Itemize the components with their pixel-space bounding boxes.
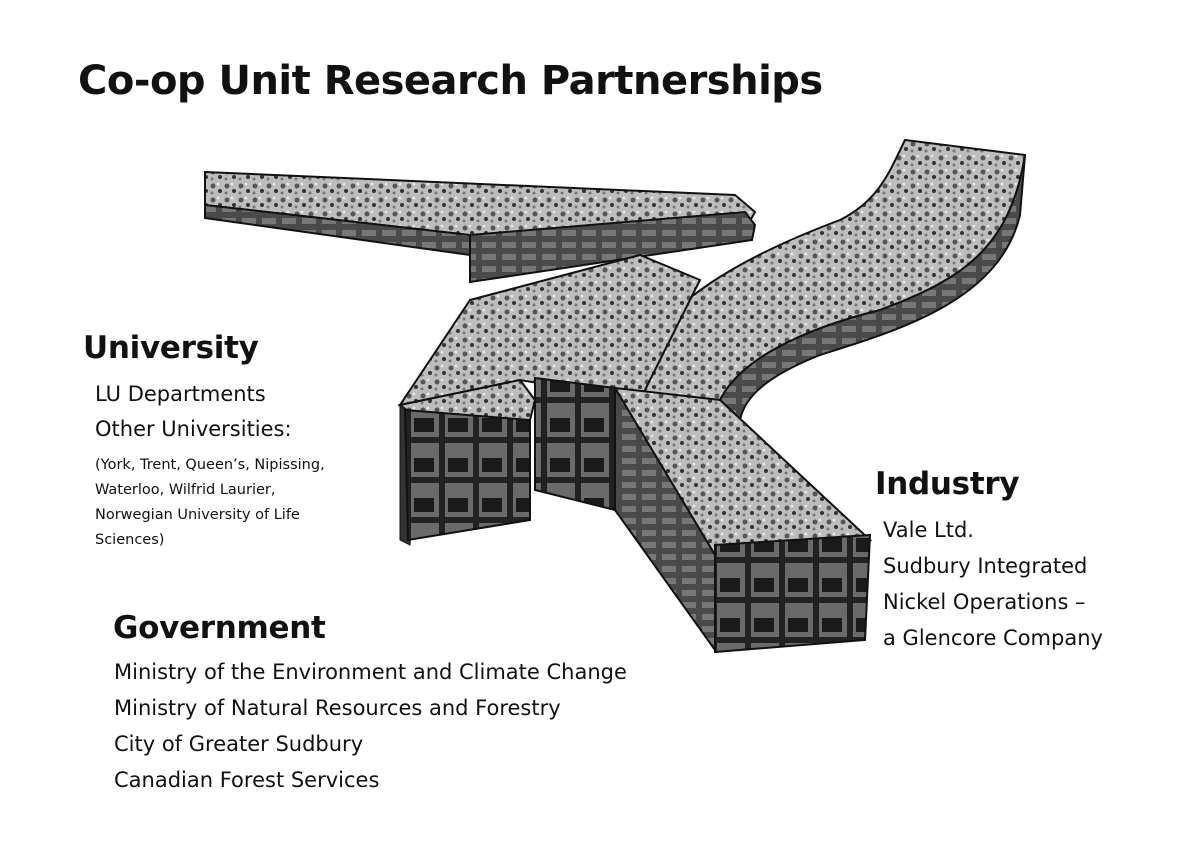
industry-item: Nickel Operations – (883, 590, 1086, 614)
university-item: LU Departments (95, 382, 266, 406)
industry-heading: Industry (875, 466, 1020, 502)
page-title: Co-op Unit Research Partnerships (78, 58, 823, 104)
government-item: Ministry of the Environment and Climate … (114, 660, 627, 684)
university-heading: University (83, 330, 259, 366)
industry-item: Vale Ltd. (883, 518, 974, 542)
industry-item: a Glencore Company (883, 626, 1103, 650)
government-heading: Government (113, 610, 326, 646)
university-item: Other Universities: (95, 417, 292, 441)
university-note: Norwegian University of Life (95, 507, 300, 523)
university-note: Sciences) (95, 532, 165, 548)
government-item: Canadian Forest Services (114, 768, 380, 792)
university-note: (York, Trent, Queen’s, Nipissing, (95, 457, 325, 473)
government-item: City of Greater Sudbury (114, 732, 364, 756)
university-note: Waterloo, Wilfrid Laurier, (95, 482, 276, 498)
industry-item: Sudbury Integrated (883, 554, 1088, 578)
government-item: Ministry of Natural Resources and Forest… (114, 696, 561, 720)
